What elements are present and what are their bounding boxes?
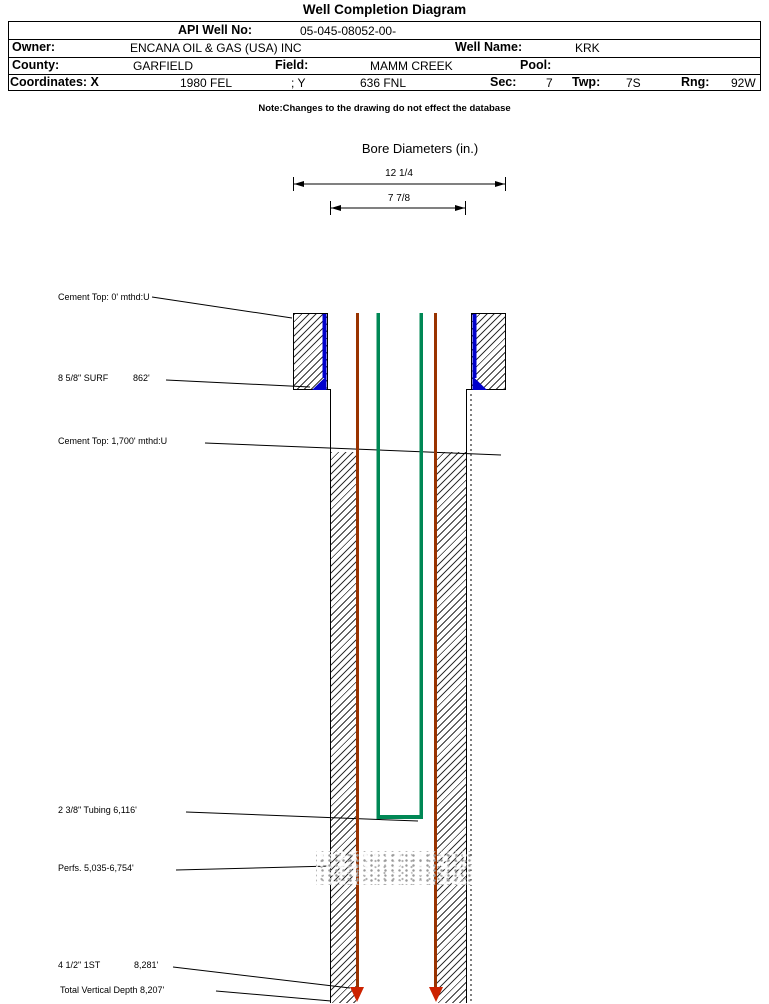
leader-production-casing	[172, 966, 351, 989]
tubing-bottom	[376, 815, 423, 819]
coord-x-value: 1980 FEL	[180, 76, 233, 90]
county-value: GARFIELD	[133, 59, 194, 73]
dim-outer-arrow-left	[294, 181, 304, 187]
coordinates-label: Coordinates: X	[10, 75, 99, 89]
wellbore-walls	[293, 389, 506, 1003]
dim-inner-arrow-right	[455, 205, 465, 211]
coord-y-label: ; Y	[291, 76, 306, 90]
table-divider-1	[9, 39, 760, 40]
owner-value: ENCANA OIL & GAS (USA) INC	[130, 41, 302, 55]
production-casing-depth: 8,281'	[134, 960, 159, 970]
rng-value: 92W	[731, 76, 756, 90]
field-label: Field:	[275, 58, 309, 72]
api-value: 05-045-08052-00-	[300, 24, 397, 38]
tubing-line-left	[376, 313, 380, 819]
field-value: MAMM CREEK	[370, 59, 453, 73]
perforation-zone	[316, 851, 472, 885]
production-cement-right	[437, 452, 466, 1003]
inner-bore-dimension-label: 7 7/8	[387, 193, 411, 204]
coord-y-value: 636 FNL	[360, 76, 407, 90]
tubing-label: 2 3/8" Tubing 6,116'	[58, 805, 137, 815]
cement-top-surface-label: Cement Top: 0' mthd:U	[58, 292, 150, 302]
owner-label: Owner:	[12, 40, 56, 54]
dim-inner-arrow-left	[331, 205, 341, 211]
page-title: Well Completion Diagram	[302, 2, 467, 17]
production-casing-line-left	[356, 313, 359, 990]
leader-cement-top-surface	[151, 296, 293, 319]
leader-tvd	[215, 990, 332, 1002]
outer-bore-dimension	[293, 177, 506, 191]
database-note: Note:Changes to the drawing do not effec…	[258, 103, 511, 114]
outer-bore-dimension-label: 12 1/4	[385, 168, 413, 179]
tubing-line-right	[419, 313, 423, 819]
production-casing-shoes	[350, 987, 443, 1002]
dim-outer-arrow-right	[495, 181, 505, 187]
twp-value: 7S	[626, 76, 641, 90]
production-casing-string	[356, 313, 437, 990]
twp-label: Twp:	[572, 75, 601, 89]
county-label: County:	[12, 58, 60, 72]
table-divider-3	[9, 74, 760, 75]
tvd-label: Total Vertical Depth 8,207'	[60, 985, 165, 995]
leader-tubing	[185, 811, 419, 822]
pool-label: Pool:	[520, 58, 552, 72]
surface-casing-string	[312, 314, 487, 390]
rng-label: Rng:	[681, 75, 710, 89]
well-name-label: Well Name:	[455, 40, 523, 54]
well-name-value: KRK	[575, 41, 600, 55]
cement-top-production-label: Cement Top: 1,700' mthd:U	[58, 436, 168, 446]
surface-casing-depth: 862'	[133, 373, 150, 383]
perfs-label: Perfs. 5,035-6,754'	[58, 863, 134, 873]
header-table: API Well No: 05-045-08052-00- Owner: ENC…	[8, 21, 761, 91]
production-casing-label: 4 1/2" 1ST	[58, 960, 101, 970]
leader-perfs	[175, 865, 332, 871]
surface-cement-right	[471, 313, 506, 390]
api-label: API Well No:	[178, 23, 253, 37]
sec-label: Sec:	[490, 75, 517, 89]
production-cement-left	[331, 452, 356, 1003]
bore-diameters-title: Bore Diameters (in.)	[361, 141, 479, 156]
sec-value: 7	[546, 76, 553, 90]
surface-casing-label: 8 5/8" SURF	[58, 373, 109, 383]
surface-cement-left	[293, 313, 328, 390]
leader-surface-casing	[165, 379, 311, 388]
tubing-string	[376, 313, 423, 819]
table-divider-2	[9, 57, 760, 58]
